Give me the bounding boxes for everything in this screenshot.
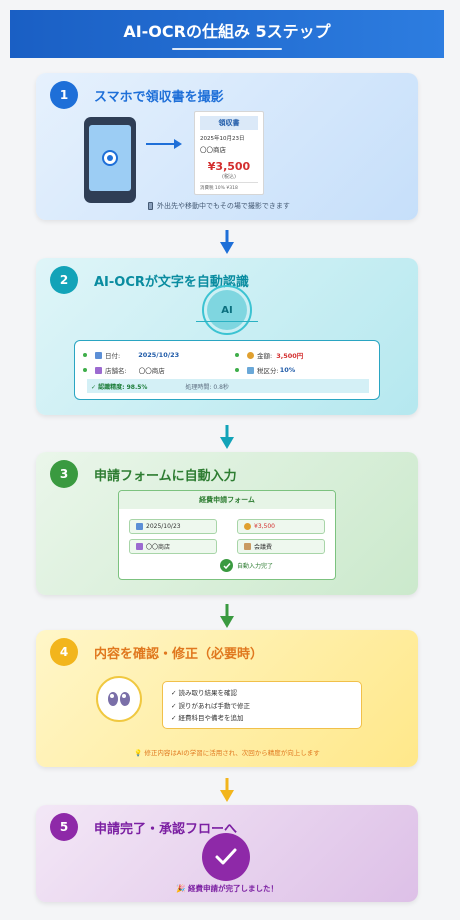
status-dot (235, 368, 239, 372)
eye-right (120, 692, 130, 706)
ai-icon: AI (202, 285, 252, 335)
step-1-note-text: 外出先や移動中でもその場で撮影できます (157, 202, 290, 210)
phone-screen (89, 125, 131, 191)
step-2-title: AI-OCRが文字を自動認識 (94, 274, 249, 290)
check-icon (220, 559, 233, 572)
status-dot (235, 353, 239, 357)
step-1-card: 1 スマホで領収書を撮影 領収書 2025年10月23日 〇〇商店 ¥3,500… (36, 73, 418, 220)
step-4-note: 💡 修正内容はAIの学習に活用され、次回から精度が向上します (134, 749, 320, 757)
step-5-note: 🎉 経費申請が完了しました！ (176, 884, 278, 893)
eyes-icon (96, 676, 142, 722)
form-title: 経費申請フォーム (119, 491, 335, 509)
form-field-amount-value: ¥3,500 (254, 523, 275, 530)
camera-icon (102, 150, 118, 166)
checkmark-icon (202, 833, 250, 881)
phone-small-icon (148, 202, 153, 210)
field-shop: 店舗名: 〇〇商店 (83, 365, 165, 375)
review-checklist: ✓ 読み取り結果を確認 ✓ 誤りがあれば手動で修正 ✓ 経費科目や備考を追加 (162, 681, 362, 729)
step-1-note: 外出先や移動中でもその場で撮影できます (148, 201, 290, 211)
form-field-shop-value: 〇〇商店 (146, 544, 171, 551)
autofill-complete-text: 自動入力完了 (237, 563, 274, 570)
step-5-number: 5 (50, 813, 78, 841)
step-2-number: 2 (50, 266, 78, 294)
field-date-value: 2025/10/23 (138, 351, 180, 359)
expense-form: 経費申請フォーム 2025/10/23 ¥3,500 〇〇商店 会議費 自動入力… (118, 490, 336, 580)
status-dot (83, 368, 87, 372)
status-dot (83, 353, 87, 357)
receipt-footer: 消費税 10% ¥318 (200, 182, 258, 191)
receipt-tax-note: (税込) (222, 174, 236, 180)
accuracy-text: ✓ 認識精度: 98.5% (91, 383, 148, 391)
step-4-number: 4 (50, 638, 78, 666)
step-5-header: 5 申請完了・承認フローへ (50, 813, 237, 841)
field-date-label: 日付: (105, 352, 121, 360)
recognition-stats: ✓ 認識精度: 98.5% 処理時間: 0.8秒 (87, 379, 369, 393)
chart-icon (247, 366, 254, 374)
arrow-down-icon (219, 604, 235, 628)
receipt-shop: 〇〇商店 (200, 146, 226, 154)
form-field-amount: ¥3,500 (237, 519, 325, 534)
arrow-right-icon (146, 135, 182, 154)
money-bag-icon (244, 523, 251, 530)
calendar-icon (95, 351, 102, 359)
form-field-date: 2025/10/23 (129, 519, 217, 534)
field-amount-value: 3,500円 (276, 352, 304, 360)
field-tax: 税区分: 10% (235, 365, 295, 375)
eye-left (108, 692, 118, 706)
scan-line (196, 321, 258, 322)
step-4-header: 4 内容を確認・修正（必要時） (50, 638, 263, 666)
receipt-title: 領収書 (200, 116, 258, 130)
step-1-number: 1 (50, 81, 78, 109)
step-5-title: 申請完了・承認フローへ (94, 821, 238, 837)
smartphone-icon (84, 117, 136, 203)
ai-label: AI (207, 290, 247, 330)
field-amount-label: 金額: (257, 352, 273, 360)
store-icon (95, 366, 102, 374)
clipboard-icon (244, 543, 251, 550)
step-4-title: 内容を確認・修正（必要時） (94, 646, 264, 662)
form-field-category-value: 会議費 (254, 544, 273, 551)
receipt-amount: ¥3,500 (207, 160, 251, 173)
step-1-title: スマホで領収書を撮影 (94, 89, 224, 105)
form-field-category: 会議費 (237, 539, 325, 554)
field-shop-label: 店舗名: (105, 367, 127, 375)
recognition-result-box: 日付: 2025/10/23 金額: 3,500円 店舗名: 〇〇商店 税区分:… (74, 340, 380, 400)
arrow-down-icon (219, 230, 235, 254)
field-tax-label: 税区分: (257, 367, 279, 375)
title-underline (172, 48, 282, 50)
step-1-header: 1 スマホで領収書を撮影 (50, 81, 224, 109)
field-date: 日付: 2025/10/23 (83, 350, 179, 360)
arrow-down-icon (219, 425, 235, 449)
step-2-header: 2 AI-OCRが文字を自動認識 (50, 266, 249, 294)
checklist-item: ✓ 読み取り結果を確認 (171, 689, 238, 697)
step-2-card: 2 AI-OCRが文字を自動認識 AI 日付: 2025/10/23 金額: 3… (36, 258, 418, 415)
form-field-shop: 〇〇商店 (129, 539, 217, 554)
step-4-card: 4 内容を確認・修正（必要時） ✓ 読み取り結果を確認 ✓ 誤りがあれば手動で修… (36, 630, 418, 767)
autofill-complete: 自動入力完了 (220, 559, 273, 572)
field-tax-value: 10% (279, 366, 296, 374)
calendar-icon (136, 523, 143, 530)
step-3-title: 申請フォームに自動入力 (94, 468, 237, 484)
page-title: AI-OCRの仕組み 5ステップ (123, 22, 331, 41)
store-icon (136, 543, 143, 550)
form-field-date-value: 2025/10/23 (146, 523, 181, 530)
receipt-icon: 領収書 2025年10月23日 〇〇商店 ¥3,500 (税込) 消費税 10%… (194, 111, 264, 195)
step-3-header: 3 申請フォームに自動入力 (50, 460, 237, 488)
step-5-card: 5 申請完了・承認フローへ 🎉 経費申請が完了しました！ (36, 805, 418, 902)
page-header: AI-OCRの仕組み 5ステップ (10, 10, 444, 58)
arrow-down-icon (219, 778, 235, 802)
money-bag-icon (247, 351, 254, 359)
checklist-item: ✓ 経費科目や備考を追加 (171, 714, 244, 722)
checklist-item: ✓ 誤りがあれば手動で修正 (171, 701, 251, 710)
processing-time-text: 処理時間: 0.8秒 (185, 383, 229, 391)
receipt-date: 2025年10月23日 (200, 136, 245, 142)
field-shop-value: 〇〇商店 (138, 367, 165, 375)
field-amount: 金額: 3,500円 (235, 350, 303, 360)
step-3-card: 3 申請フォームに自動入力 経費申請フォーム 2025/10/23 ¥3,500… (36, 452, 418, 595)
step-3-number: 3 (50, 460, 78, 488)
